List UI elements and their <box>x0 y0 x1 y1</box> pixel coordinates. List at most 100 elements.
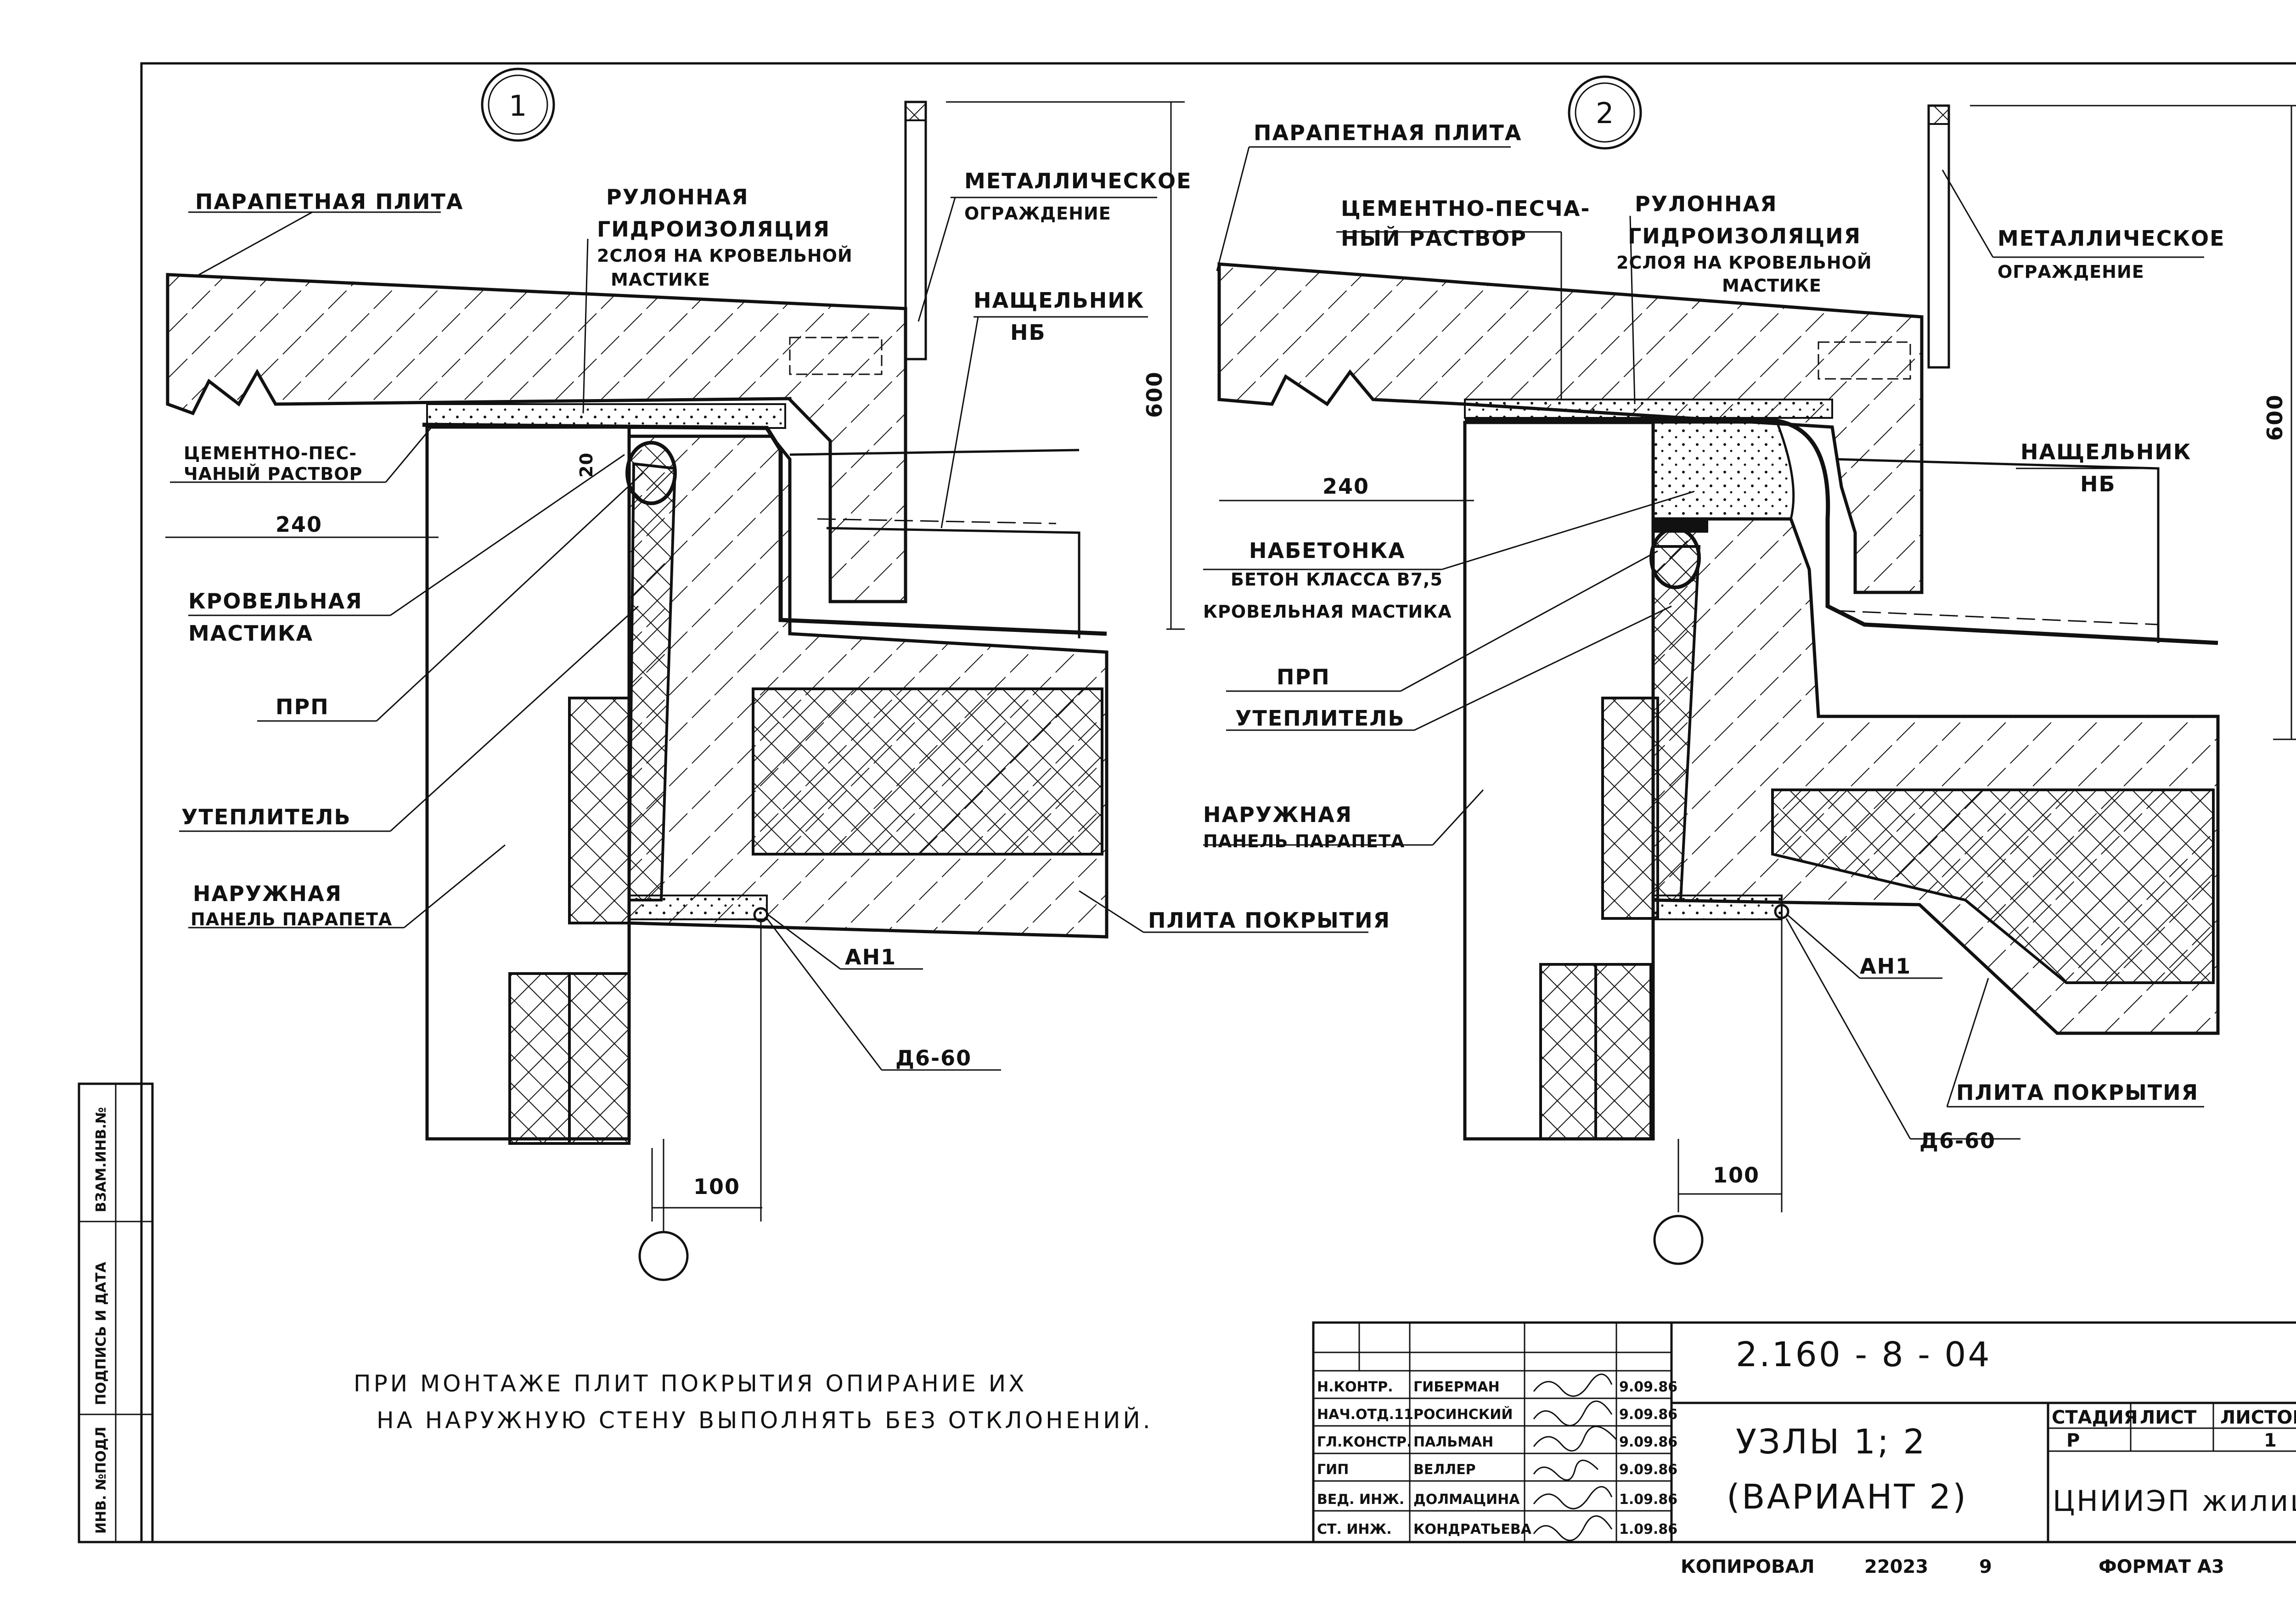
detail-2-label-outer-2: ПАНЕЛЬ ПАРАПЕТА <box>1203 831 1405 851</box>
detail-1-leaders <box>170 197 1368 1071</box>
detail-2-label-d660: Д6-60 <box>1919 1128 1996 1153</box>
staff-name: ВЕЛЛЕР <box>1413 1462 1476 1478</box>
detail-2-label-outer-1: НАРУЖНАЯ <box>1203 802 1352 827</box>
detail-2-label-parapet-slab: ПАРАПЕТНАЯ ПЛИТА <box>1254 120 1522 145</box>
side-stamp: ИНВ. №ПОДЛ ПОДПИСЬ И ДАТА ВЗАМ.ИНВ.№ <box>78 1082 154 1543</box>
detail-1-outer-block-a <box>568 697 630 924</box>
stamp-vzam: ВЗАМ.ИНВ.№ <box>93 1107 109 1212</box>
drawing-frame <box>140 62 2296 1543</box>
staff-row-5: ВЕД. ИНЖ. ДОЛМАЦИНА 1.09.86 <box>1313 1492 1677 1512</box>
detail-1-label-outer-1: НАРУЖНАЯ <box>193 881 342 906</box>
detail-2-outer-panel <box>1463 421 1655 1141</box>
staff-role: ГЛ.КОНСТР. <box>1317 1434 1412 1450</box>
detail-2-marker-circle <box>1568 75 1642 150</box>
detail-1-label-flashing-2: НБ <box>1010 320 1046 345</box>
staff-date: 9.09.86 <box>1619 1434 1677 1450</box>
detail-2-outer-block-b <box>1539 963 1597 1140</box>
staff-name: КОНДРАТЬЕВА <box>1413 1521 1532 1537</box>
detail-1-label-d660: Д6-60 <box>895 1046 972 1070</box>
detail-2-label-roll-2: ГИДРОИЗОЛЯЦИЯ <box>1628 224 1861 248</box>
staff-name: РОСИНСКИЙ <box>1413 1406 1513 1423</box>
detail-2-label-insulation: УТЕПЛИТЕЛЬ <box>1235 706 1405 731</box>
detail-2-label-topping-2: БЕТОН КЛАССА В7,5 <box>1231 569 1443 590</box>
detail-2-label-roll-4: МАСТИКЕ <box>1722 276 1822 296</box>
staff-date: 1.09.86 <box>1619 1521 1677 1537</box>
detail-1-membrane <box>422 422 1107 636</box>
detail-1-marker: 1 <box>509 89 529 123</box>
staff-role: ГИП <box>1317 1462 1349 1478</box>
detail-2-label-topping-3: КРОВЕЛЬНАЯ МАСТИКА <box>1203 602 1452 622</box>
detail-1-dim-100: 100 <box>693 1174 740 1199</box>
detail-2-dim-100: 100 <box>1713 1163 1760 1188</box>
detail-2-anchor <box>1774 904 1790 919</box>
detail-2-label-roll-1: РУЛОННАЯ <box>1635 191 1778 216</box>
detail-2-label-flashing-2: НБ <box>2080 472 2116 496</box>
title-line-2: (ВАРИАНТ 2) <box>1727 1477 1968 1517</box>
detail-2-label-prp: ПРП <box>1277 664 1330 689</box>
staff-role: Н.КОНТР. <box>1317 1379 1393 1395</box>
detail-2-outer-block-a <box>1601 697 1659 920</box>
detail-2-label-an1: АН1 <box>1860 954 1911 979</box>
stamp-inv-podl: ИНВ. №ПОДЛ <box>93 1427 109 1534</box>
detail-2-embed <box>1818 341 1911 380</box>
staff-date: 1.09.86 <box>1619 1492 1677 1508</box>
staff-date: 9.09.86 <box>1619 1407 1677 1423</box>
staff-row-2: НАЧ.ОТД.11 РОСИНСКИЙ 9.09.86 <box>1313 1406 1677 1427</box>
sheets-value: 1 <box>2264 1430 2277 1451</box>
detail-1-flashing-dash <box>817 518 1057 524</box>
detail-2-label-metal-1: МЕТАЛЛИЧЕСКОЕ <box>1998 226 2225 251</box>
detail-1-label-metal-2: ОГРАЖДЕНИЕ <box>964 203 1111 224</box>
detail-1-parapet-slab <box>166 273 907 603</box>
detail-1-axis-bubble <box>638 1231 689 1281</box>
detail-1-label-prp: ПРП <box>276 694 329 719</box>
title-line-1: УЗЛЫ 1; 2 <box>1736 1422 1927 1462</box>
detail-1-label-roof-slab: ПЛИТА ПОКРЫТИЯ <box>1148 908 1390 933</box>
detail-2-flashing-dash <box>1836 610 2159 625</box>
detail-1-outer-block-c <box>568 972 630 1145</box>
detail-2-marker: 2 <box>1596 96 1615 130</box>
detail-2-flashing <box>1836 458 2218 718</box>
detail-1-label-roll-2: ГИДРОИЗОЛЯЦИЯ <box>597 217 830 242</box>
detail-2-dim-240: 240 <box>1322 474 1369 499</box>
detail-2-label-roll-3: 2СЛОЯ НА КРОВЕЛЬНОЙ <box>1616 253 1872 273</box>
detail-1-label-roll-4: МАСТИКЕ <box>611 270 710 290</box>
detail-1-label-an1: АН1 <box>845 945 896 969</box>
detail-2-axis-bubble <box>1653 1215 1704 1265</box>
staff-date: 9.09.86 <box>1619 1462 1677 1478</box>
detail-2-label-mortar-2: НЫЙ РАСТВОР <box>1341 226 1527 251</box>
detail-1-marker-inner <box>488 74 548 135</box>
staff-rows: Н.КОНТР. ГИБЕРМАН 9.09.86 НАЧ.ОТД.11 РОС… <box>1313 1379 1677 1537</box>
detail-1-label-insulation: УТЕПЛИТЕЛЬ <box>181 805 351 829</box>
detail-2-mortar-bed <box>1464 399 1833 419</box>
detail-2-outer-block-c <box>1594 963 1652 1140</box>
detail-2-railing-cap <box>1928 105 1950 125</box>
stamp-podpis: ПОДПИСЬ И ДАТА <box>93 1261 109 1405</box>
staff-row-4: ГИП ВЕЛЛЕР 9.09.86 <box>1313 1462 1677 1482</box>
detail-1-prp <box>625 441 677 505</box>
detail-2-dim-600: 600 <box>2262 394 2287 441</box>
detail-2-railing-post <box>1927 104 1950 369</box>
footer-format: ФОРМАТ А3 <box>2099 1556 2224 1577</box>
detail-1-label-roll-3: 2СЛОЯ НА КРОВЕЛЬНОЙ <box>597 246 853 266</box>
detail-1-label-mastic-1: КРОВЕЛЬНАЯ <box>188 589 363 614</box>
footer-copied-label: КОПИРОВАЛ <box>1681 1556 1815 1577</box>
sheet-header: ЛИСТ <box>2140 1407 2197 1428</box>
detail-2-label-topping-1: НАБЕТОНКА <box>1249 538 1406 563</box>
staff-date: 9.09.86 <box>1619 1379 1677 1395</box>
detail-1-label-outer-2: ПАНЕЛЬ ПАРАПЕТА <box>191 909 392 929</box>
detail-1-marker-circle <box>481 68 555 142</box>
detail-1-label-metal-1: МЕТАЛЛИЧЕСКОЕ <box>964 169 1192 193</box>
staff-name: ГИБЕРМАН <box>1413 1379 1500 1395</box>
detail-2-bearing <box>1652 895 1783 920</box>
detail-1-dim-240: 240 <box>276 512 322 537</box>
detail-1-outer-block-b <box>508 972 571 1145</box>
detail-1-railing-cap <box>905 101 927 121</box>
detail-1-dim-600: 600 <box>1142 371 1167 418</box>
detail-1-bearing <box>628 895 768 920</box>
detail-1: 1 240 <box>165 68 1390 1281</box>
org-name: ЦНИИЭП жилища <box>2053 1484 2296 1518</box>
detail-2-label-flashing-1: НАЩЕЛЬНИК <box>2020 439 2191 464</box>
detail-1-label-mortar-1: ЦЕМЕНТНО-ПЕС- <box>184 443 357 463</box>
stage-value: Р <box>2066 1430 2080 1451</box>
footer-copied-num: 22023 <box>1864 1556 1928 1577</box>
